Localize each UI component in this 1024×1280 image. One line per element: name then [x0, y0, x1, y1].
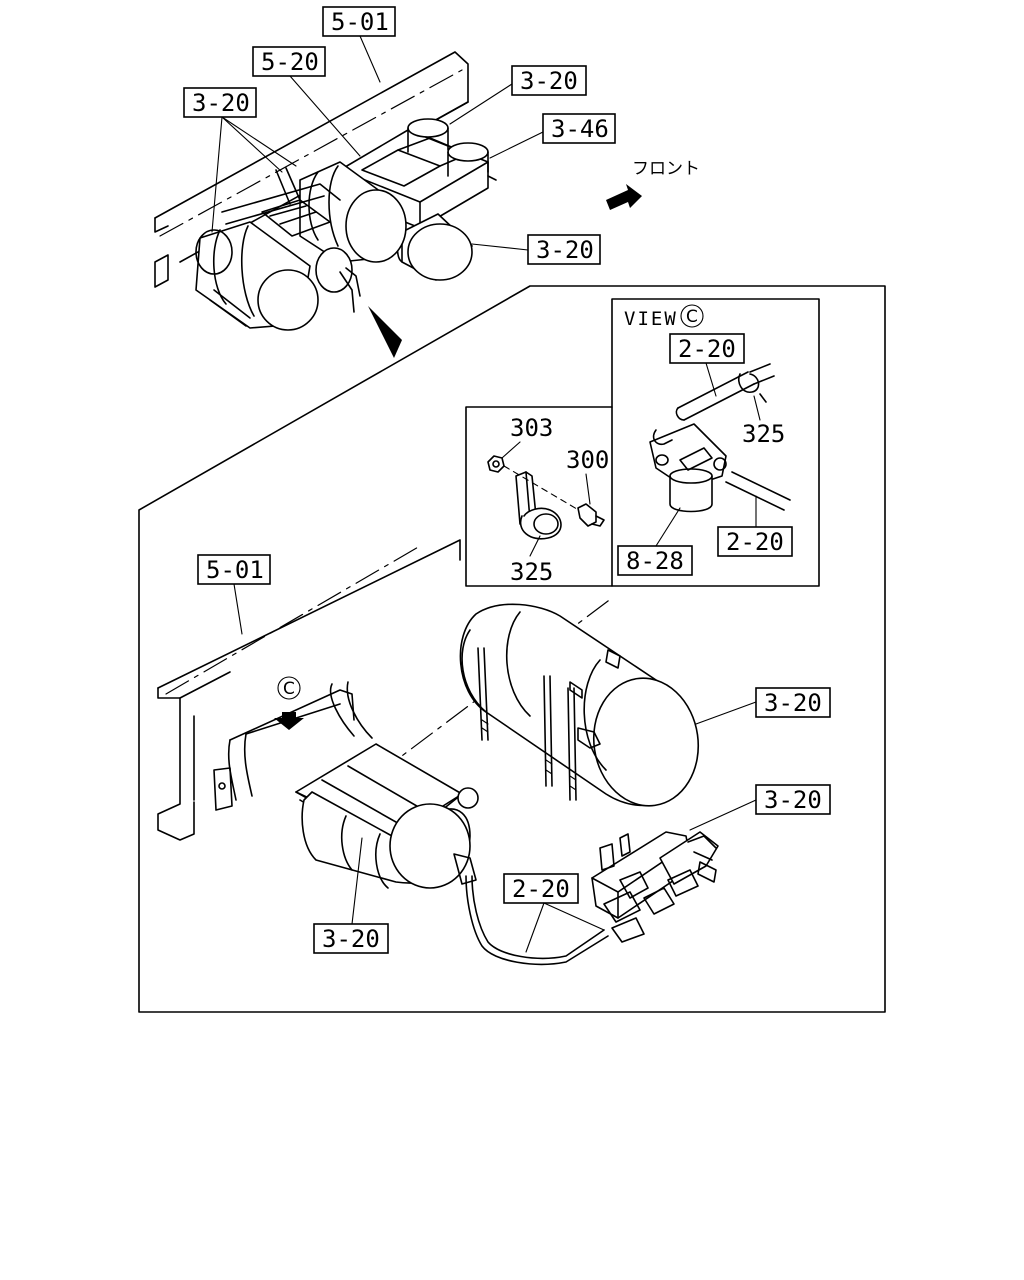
svg-text:2-20: 2-20 [726, 528, 784, 556]
callout-view-c-pipe-bottom: 2-20 [717, 495, 793, 557]
view-arrow [368, 306, 402, 358]
callout-detail-valve-block: 3-20 [689, 784, 831, 831]
svg-text:5-20: 5-20 [261, 48, 319, 76]
front-direction-label: フロント [632, 159, 700, 179]
view-c-title: VIEW [624, 308, 678, 330]
svg-text:5-01: 5-01 [206, 556, 264, 584]
svg-text:3-20: 3-20 [520, 67, 578, 95]
view-c-inset: VIEW C 2-20 325 8-28 [611, 298, 820, 587]
svg-text:3-20: 3-20 [764, 786, 822, 814]
callout-overview-dryer: 3-46 [489, 113, 616, 159]
svg-text:3-46: 3-46 [551, 115, 609, 143]
callout-detail-main-tank: 3-20 [695, 687, 831, 725]
callout-view-c-pipe-top: 2-20 [669, 333, 745, 397]
callout-bracket-bolt: 300 [566, 446, 609, 474]
callout-overview-tank-right-top: 3-20 [449, 65, 587, 125]
front-direction-arrow-icon [606, 184, 642, 210]
detail-pipe [465, 875, 609, 966]
callout-overview-tank-right-bottom: 3-20 [471, 234, 601, 265]
detail-main-tank [459, 603, 700, 807]
detail-frame [138, 285, 886, 1013]
svg-text:3-20: 3-20 [322, 925, 380, 953]
overview-tank-right [396, 213, 473, 281]
clip-bracket [515, 471, 562, 540]
nut-303 [487, 455, 505, 473]
callout-bracket-clip: 325 [510, 558, 553, 586]
overview-illustration: フロント 5-01 5-20 3-20 3-20 3-46 [154, 6, 700, 358]
callout-overview-frame: 5-01 [322, 6, 396, 83]
bolt-300 [577, 503, 605, 527]
svg-text:8-28: 8-28 [626, 547, 684, 575]
callout-view-c-clip: 325 [742, 420, 785, 448]
callout-bracket-nut: 303 [510, 414, 553, 442]
svg-text:3-20: 3-20 [536, 236, 594, 264]
detail-valve-block [591, 831, 719, 943]
svg-text:2-20: 2-20 [678, 335, 736, 363]
callout-view-c-filter: 8-28 [617, 507, 693, 576]
callout-detail-pipe: 2-20 [503, 873, 605, 953]
overview-tank-left [195, 167, 361, 331]
view-c-title-symbol: C [686, 307, 698, 327]
detail-lower-tank [213, 681, 479, 889]
bracket-detail-inset: 303 300 325 [465, 406, 613, 587]
detail-illustration: C [157, 539, 831, 966]
overview-dryer [407, 118, 497, 181]
view-c-filter [649, 423, 727, 513]
callout-overview-tank-left: 3-20 [183, 87, 297, 233]
svg-text:3-20: 3-20 [192, 89, 250, 117]
callout-detail-lower-tank: 3-20 [313, 837, 389, 954]
svg-text:5-01: 5-01 [331, 8, 389, 36]
view-c-marker: C [274, 676, 304, 730]
callout-detail-frame: 5-01 [197, 554, 271, 635]
callout-overview-battery-box: 5-20 [252, 46, 361, 157]
svg-text:C: C [283, 679, 295, 699]
svg-text:3-20: 3-20 [764, 689, 822, 717]
svg-text:2-20: 2-20 [512, 875, 570, 903]
